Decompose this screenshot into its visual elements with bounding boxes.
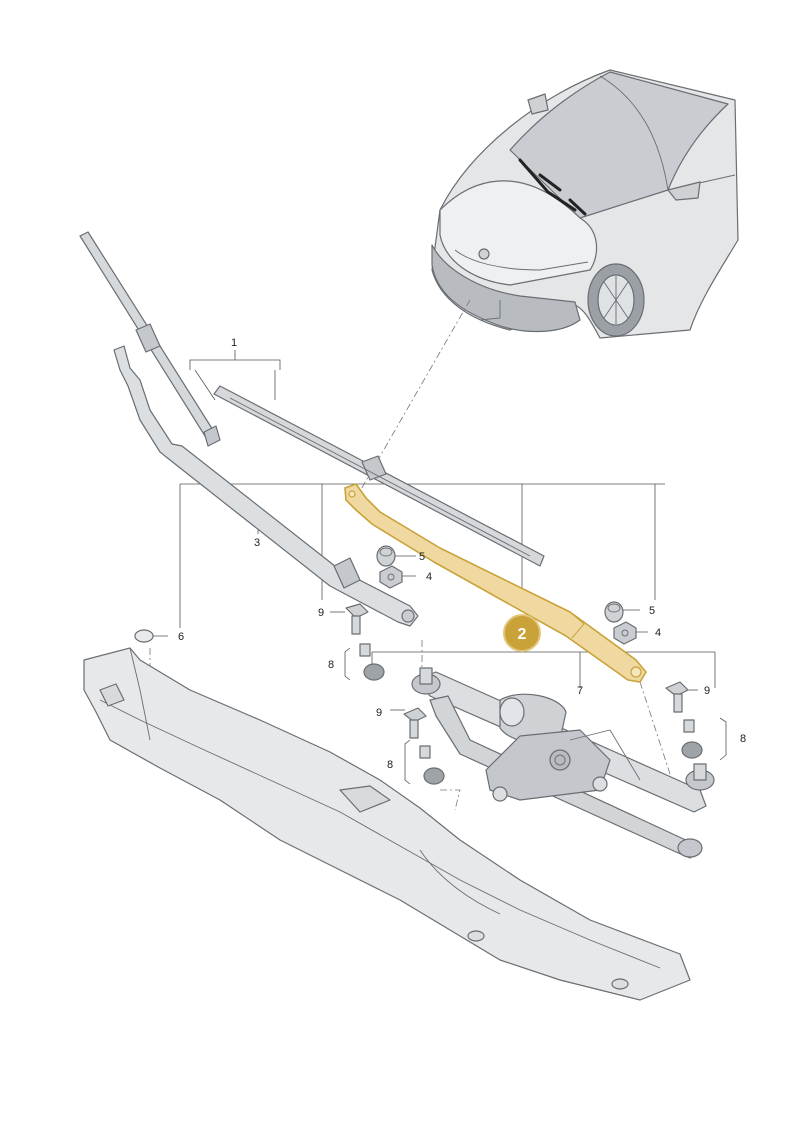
callout-4-left: 4 xyxy=(426,571,432,583)
grommet-part-8-b xyxy=(419,745,445,785)
nut-part-4-right xyxy=(613,621,637,645)
callout-4-right: 4 xyxy=(655,627,661,639)
wiper-arm-right-highlighted[interactable] xyxy=(344,483,647,683)
callout-5-left: 5 xyxy=(419,551,425,563)
cap-part-5-right xyxy=(604,601,624,623)
selected-part-badge[interactable]: 2 xyxy=(503,614,541,652)
callout-9-a: 9 xyxy=(318,607,324,619)
bolt-part-9-b xyxy=(403,707,427,739)
callout-8-a: 8 xyxy=(328,659,334,671)
nut-part-4-left xyxy=(379,565,403,589)
callout-5-right: 5 xyxy=(649,605,655,617)
callout-3: 3 xyxy=(254,537,260,549)
plug-part-6 xyxy=(134,629,154,643)
bolt-part-9-c xyxy=(665,681,689,713)
wiper-blade-left xyxy=(79,231,221,447)
bolt-part-9-a xyxy=(345,603,369,635)
wiper-linkage-motor xyxy=(411,667,715,859)
callout-1: 1 xyxy=(231,337,237,349)
callout-9-c: 9 xyxy=(704,685,710,697)
grommet-part-8-a xyxy=(359,643,385,681)
vehicle-illustration xyxy=(431,69,739,339)
cap-part-5-left xyxy=(376,545,396,567)
badge-label: 2 xyxy=(518,626,527,643)
callout-7: 7 xyxy=(577,685,583,697)
callout-8-c: 8 xyxy=(740,733,746,745)
wiper-blade-right xyxy=(213,385,545,567)
callout-6: 6 xyxy=(178,631,184,643)
wiper-arm-left xyxy=(113,345,419,627)
callout-8-b: 8 xyxy=(387,759,393,771)
highlighted-arm-shape[interactable] xyxy=(344,483,647,683)
callout-9-b: 9 xyxy=(376,707,382,719)
grommet-part-8-c xyxy=(681,719,703,759)
badge-circle[interactable] xyxy=(503,614,541,652)
callout-labels: 1 3 5 4 9 6 5 4 8 7 9 9 8 8 xyxy=(178,337,746,771)
cowl-panel xyxy=(83,647,691,1001)
